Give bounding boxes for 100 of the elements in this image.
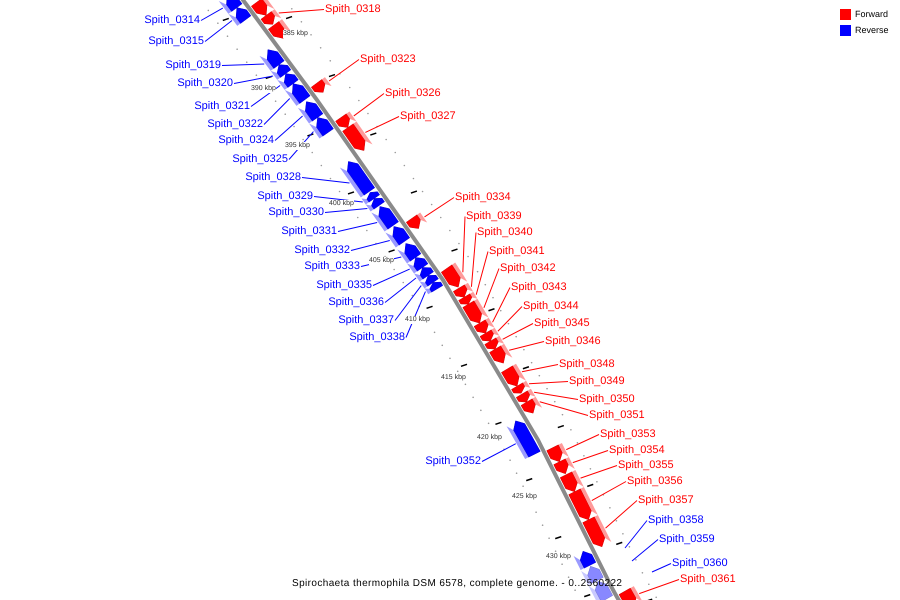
- forward-gene-block: [489, 344, 512, 364]
- gene-label: Spith_0353: [600, 428, 656, 441]
- gene-label: Spith_0340: [477, 226, 533, 239]
- forward-gene-block: [546, 443, 569, 462]
- forward-gene-block: [553, 457, 575, 474]
- gene-label: Spith_0321: [194, 100, 250, 113]
- forward-gene-block: [520, 396, 542, 414]
- reverse-gene-block: [385, 226, 410, 248]
- leader-line: [424, 197, 454, 218]
- gene-label: Spith_0346: [545, 335, 601, 348]
- gene-label: Spith_0319: [165, 59, 221, 72]
- gene-label: Spith_0333: [304, 260, 360, 273]
- leader-line: [572, 450, 608, 464]
- forward-gene-block: [406, 212, 428, 229]
- gene-label: Spith_0343: [511, 281, 567, 294]
- gene-label: Spith_0334: [455, 191, 511, 204]
- gene-label: Spith_0315: [148, 35, 204, 48]
- gene-label: Spith_0329: [257, 190, 313, 203]
- leader-line: [200, 8, 224, 21]
- gene-label: Spith_0344: [523, 300, 579, 313]
- reverse-gene-block: [424, 282, 444, 294]
- leader-line: [328, 59, 360, 82]
- leader-line: [204, 20, 233, 42]
- leader-line: [222, 64, 265, 66]
- gene-label: Spith_0318: [325, 3, 381, 16]
- reverse-gene-block: [574, 551, 596, 570]
- forward-gene-block: [335, 112, 356, 128]
- leader-line: [324, 208, 368, 213]
- gene-label: Spith_0345: [534, 317, 590, 330]
- forward-gene-block: [511, 380, 530, 394]
- reverse-gene-block: [277, 73, 299, 90]
- gene-label: Spith_0320: [177, 77, 233, 90]
- leader-line: [591, 481, 626, 502]
- leader-line: [476, 251, 488, 296]
- gene-label: Spith_0361: [680, 573, 736, 586]
- gene-label: Spith_0332: [294, 244, 350, 257]
- gene-label: Spith_0324: [218, 134, 274, 147]
- reverse-gene-block: [407, 257, 428, 274]
- leader-line: [508, 341, 544, 351]
- gene-label: Spith_0350: [579, 393, 635, 406]
- leader-line: [482, 443, 516, 462]
- forward-gene-block: [462, 298, 489, 324]
- forward-gene-block: [474, 318, 495, 334]
- forward-gene-block: [480, 328, 500, 342]
- forward-gene-block: [582, 515, 612, 547]
- leader-line: [234, 76, 274, 84]
- gene-label: Spith_0338: [349, 331, 405, 344]
- gene-label: Spith_0314: [144, 14, 200, 27]
- forward-gene-block: [516, 388, 536, 402]
- caption: Spirochaeta thermophila DSM 6578, complete genome. - 0..2560222: [292, 578, 622, 590]
- forward-gene-block: [342, 122, 373, 151]
- legend-label: Forward: [855, 9, 888, 20]
- gene-label: Spith_0339: [466, 210, 522, 223]
- forward-gene-block: [458, 292, 478, 304]
- forward-gene-block: [501, 364, 526, 386]
- leader-line: [566, 434, 600, 450]
- reverse-gene-block: [309, 117, 334, 138]
- gene-label: Spith_0337: [338, 314, 394, 327]
- reverse-gene-block: [420, 274, 439, 288]
- leader-line: [372, 268, 410, 286]
- gene-label: Spith_0358: [648, 514, 704, 527]
- forward-gene-block: [618, 586, 643, 600]
- leader-line: [652, 563, 672, 572]
- gene-label: Spith_0342: [500, 262, 556, 275]
- gene-label: Spith_0352: [425, 455, 481, 468]
- leader-line: [394, 285, 422, 321]
- gene-label: Spith_0323: [360, 53, 416, 66]
- gene-label: Spith_0348: [559, 358, 615, 371]
- leader-line: [470, 232, 476, 288]
- forward-gene-block: [251, 0, 275, 16]
- reverse-gene-block: [397, 243, 422, 264]
- reverse-gene-block: [371, 206, 399, 232]
- legend-label: Reverse: [855, 25, 889, 36]
- forward-gene-block: [484, 336, 504, 350]
- reverse-gene-block: [218, 0, 242, 14]
- leader-line: [605, 500, 638, 529]
- gene-label: Spith_0357: [638, 494, 694, 507]
- leader-line: [580, 465, 618, 479]
- gene-label: Spith_0335: [316, 279, 372, 292]
- leader-line: [278, 9, 324, 14]
- leader-line: [497, 306, 522, 332]
- leader-line: [638, 579, 680, 594]
- reverse-gene-block: [340, 161, 375, 198]
- leader-line: [632, 539, 658, 562]
- leader-line: [492, 287, 510, 323]
- reverse-gene-block: [259, 49, 284, 71]
- leader-line: [462, 216, 466, 273]
- gene-label: Spith_0325: [232, 153, 288, 166]
- forward-gene-block: [311, 77, 332, 93]
- leader-line: [338, 222, 378, 232]
- leader-line: [539, 401, 588, 416]
- leader-line: [364, 116, 400, 133]
- gene-label: Spith_0326: [385, 87, 441, 100]
- gene-label: Spith_0322: [207, 118, 263, 131]
- gene-label: Spith_0328: [245, 171, 301, 184]
- leader-line: [264, 98, 290, 125]
- gene-label: Spith_0349: [569, 375, 625, 388]
- reverse-gene-block: [298, 101, 324, 124]
- forward-gene-block: [441, 262, 468, 288]
- reverse-gene-block: [362, 191, 380, 204]
